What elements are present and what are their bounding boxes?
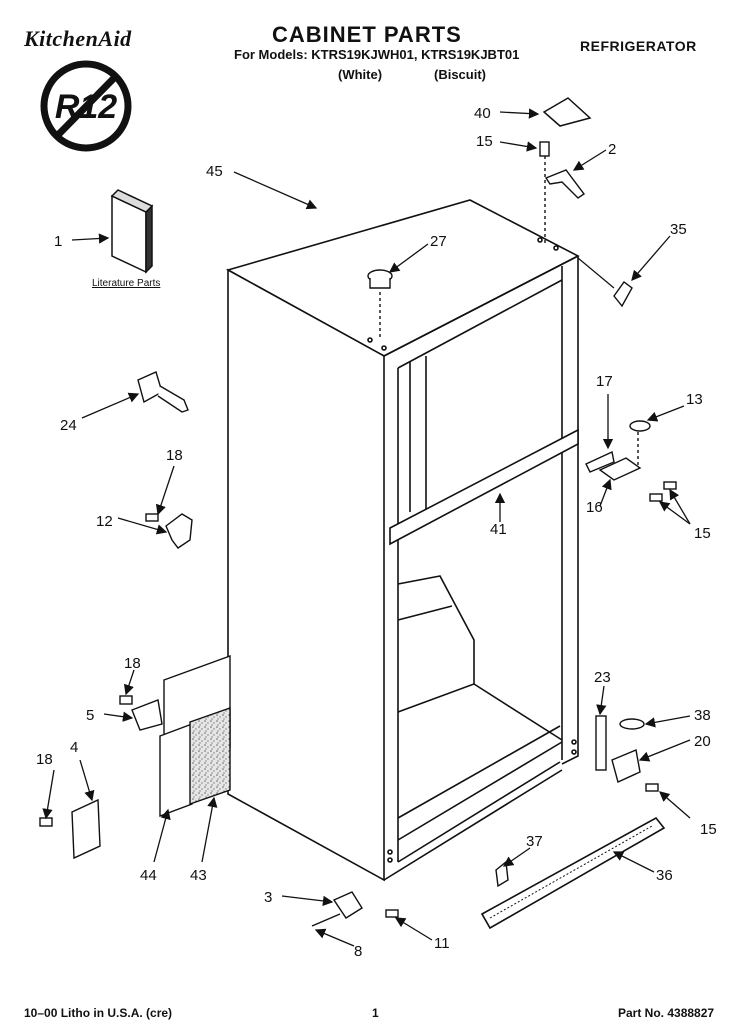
page-title: CABINET PARTS bbox=[272, 22, 462, 47]
part-12-bracket bbox=[145, 513, 193, 549]
part-23-strip bbox=[595, 715, 607, 771]
callout-15-c: 15 bbox=[700, 821, 717, 838]
callout-13: 13 bbox=[686, 391, 703, 408]
callout-2: 2 bbox=[608, 141, 616, 158]
part-15-screw-top bbox=[539, 141, 550, 246]
callout-15-b: 15 bbox=[694, 525, 711, 542]
callout-18-b: 18 bbox=[124, 655, 141, 672]
callout-27: 27 bbox=[430, 233, 447, 250]
callout-37: 37 bbox=[526, 833, 543, 850]
callout-18: 18 bbox=[166, 447, 183, 464]
footer-page-number: 1 bbox=[372, 1006, 379, 1020]
part-38-20-bracket bbox=[611, 718, 659, 792]
callout-44: 44 bbox=[140, 867, 157, 884]
part-2-hinge-bracket bbox=[544, 169, 586, 199]
part-3-8-11-roller bbox=[311, 891, 399, 927]
part-17-16-hinge bbox=[585, 420, 677, 502]
cabinet-shell bbox=[225, 199, 580, 882]
literature-parts-label: Literature Parts bbox=[92, 278, 161, 289]
variant-white: (White) bbox=[338, 67, 383, 82]
part-5-44-43-hinge bbox=[119, 655, 231, 818]
callout-23: 23 bbox=[594, 669, 611, 686]
callout-3: 3 bbox=[264, 889, 272, 906]
callout-38: 38 bbox=[694, 707, 711, 724]
callout-1: 1 bbox=[54, 233, 62, 250]
callout-numbers: 45 40 15 2 35 27 1 24 18 12 17 13 16 15 … bbox=[36, 105, 717, 960]
callout-4: 4 bbox=[70, 739, 78, 756]
footer-part-number: Part No. 4388827 bbox=[618, 1006, 715, 1020]
variant-biscuit: (Biscuit) bbox=[434, 67, 486, 82]
literature-booklet bbox=[110, 189, 154, 274]
leader-lines bbox=[42, 108, 691, 947]
r12-badge: R12 bbox=[40, 60, 132, 152]
callout-41: 41 bbox=[490, 521, 507, 538]
part-40-cap bbox=[542, 97, 592, 127]
footer-litho: 10–00 Litho in U.S.A. (cre) bbox=[24, 1006, 173, 1020]
callout-16: 16 bbox=[586, 499, 603, 516]
callout-35: 35 bbox=[670, 221, 687, 238]
r12-badge-text: R12 bbox=[55, 88, 117, 126]
models-line: For Models: KTRS19KJWH01, KTRS19KJBT01 bbox=[234, 47, 520, 62]
callout-20: 20 bbox=[694, 733, 711, 750]
callout-11: 11 bbox=[434, 935, 450, 952]
callout-43: 43 bbox=[190, 867, 207, 884]
part-37-clip bbox=[495, 860, 509, 888]
callout-17: 17 bbox=[596, 373, 613, 390]
category-label: REFRIGERATOR bbox=[580, 38, 697, 54]
callout-5: 5 bbox=[86, 707, 94, 724]
callout-45: 45 bbox=[206, 163, 223, 180]
callout-40: 40 bbox=[474, 105, 491, 122]
brand-logo: KitchenAid bbox=[24, 26, 132, 51]
part-4-cover bbox=[39, 798, 101, 860]
part-24-bolt bbox=[137, 371, 189, 413]
callout-8: 8 bbox=[354, 943, 362, 960]
part-36-grille bbox=[480, 816, 666, 930]
callout-18-c: 18 bbox=[36, 751, 53, 768]
callout-24: 24 bbox=[60, 417, 77, 434]
callout-36: 36 bbox=[656, 867, 673, 884]
part-35-clip bbox=[613, 281, 633, 308]
part-27-plug bbox=[367, 269, 393, 338]
callout-15: 15 bbox=[476, 133, 493, 150]
callout-12: 12 bbox=[96, 513, 113, 530]
